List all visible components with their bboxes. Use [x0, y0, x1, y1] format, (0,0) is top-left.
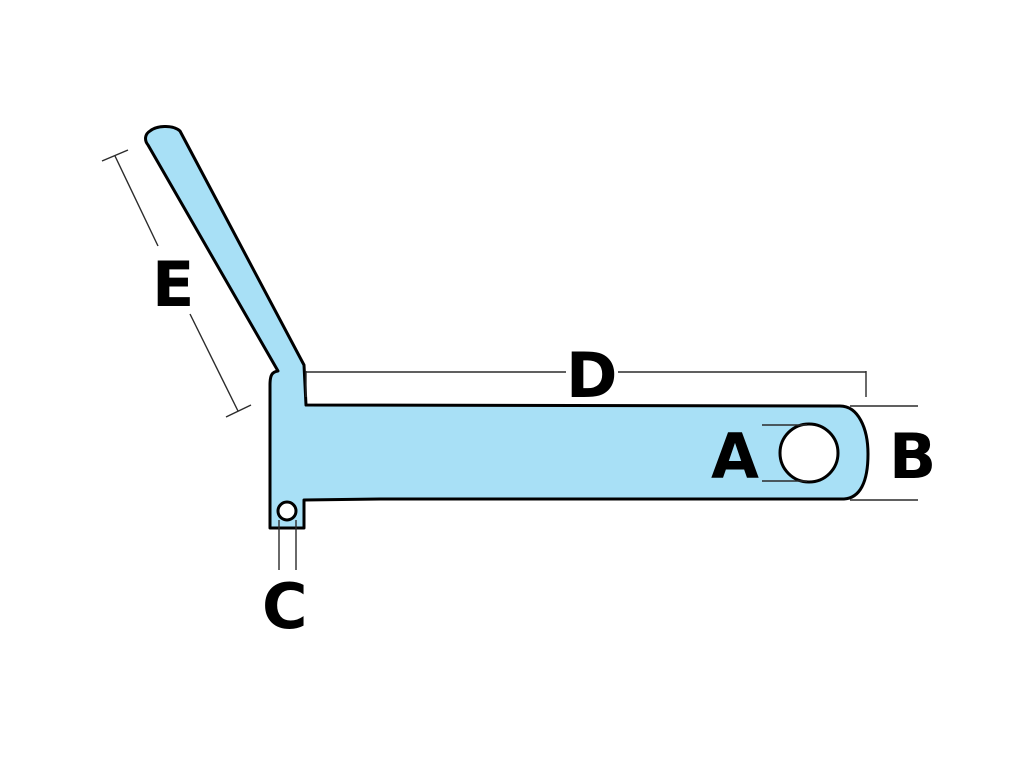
dimension-b [850, 405, 918, 501]
label-c: C [262, 570, 308, 643]
large-hole [778, 422, 840, 484]
small-hole [276, 500, 298, 522]
label-b: B [889, 420, 936, 493]
dimension-d [305, 371, 867, 397]
dimension-c [278, 520, 297, 570]
label-d: D [566, 339, 617, 412]
dimension-a [762, 424, 807, 482]
label-e: E [152, 248, 194, 321]
bracket-body [144, 125, 870, 530]
label-a: A [711, 420, 759, 493]
dimension-e [101, 149, 252, 418]
